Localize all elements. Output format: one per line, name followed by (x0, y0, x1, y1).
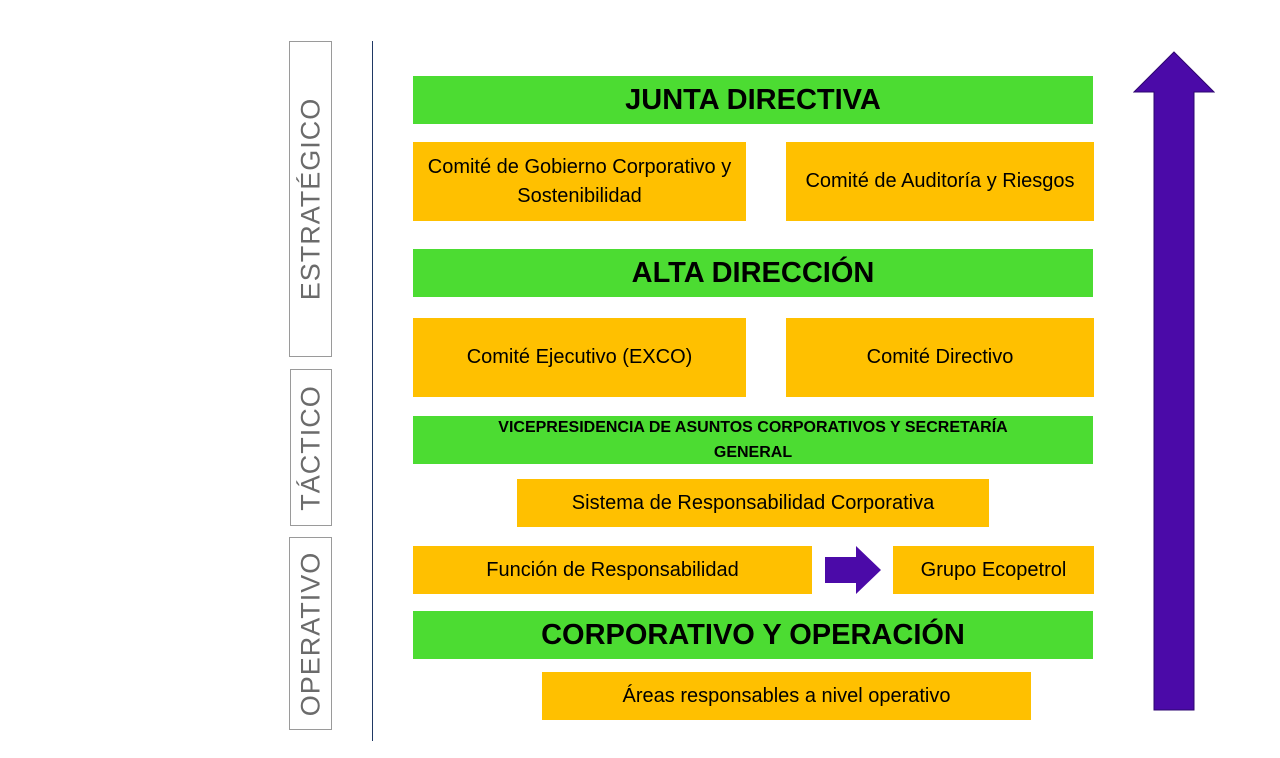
comite-ejecutivo-box: Comité Ejecutivo (EXCO) (413, 318, 746, 397)
right-arrow-icon (825, 546, 881, 594)
level-label-tactico: TÁCTICO (290, 369, 332, 526)
level-label-estrategico: ESTRATÉGICO (289, 41, 332, 357)
funcion-responsabilidad-box: Función de Responsabilidad (413, 546, 812, 594)
level-label-operativo: OPERATIVO (289, 537, 332, 730)
sistema-responsabilidad-box: Sistema de Responsabilidad Corporativa (517, 479, 989, 527)
junta-directiva-box: JUNTA DIRECTIVA (413, 76, 1093, 124)
corporativo-operacion-box: CORPORATIVO Y OPERACIÓN (413, 611, 1093, 659)
vicepresidencia-box: VICEPRESIDENCIA DE ASUNTOS CORPORATIVOS … (413, 416, 1093, 464)
comite-auditoria-box: Comité de Auditoría y Riesgos (786, 142, 1094, 221)
up-arrow-icon (1133, 51, 1215, 711)
comite-directivo-box: Comité Directivo (786, 318, 1094, 397)
alta-direccion-box: ALTA DIRECCIÓN (413, 249, 1093, 297)
grupo-ecopetrol-box: Grupo Ecopetrol (893, 546, 1094, 594)
level-label-tactico-text: TÁCTICO (295, 384, 326, 511)
comite-gobierno-box: Comité de Gobierno Corporativo y Sosteni… (413, 142, 746, 221)
level-label-estrategico-text: ESTRATÉGICO (295, 97, 325, 301)
areas-responsables-box: Áreas responsables a nivel operativo (542, 672, 1031, 720)
level-label-operativo-text: OPERATIVO (295, 551, 325, 716)
vertical-divider (372, 41, 373, 741)
